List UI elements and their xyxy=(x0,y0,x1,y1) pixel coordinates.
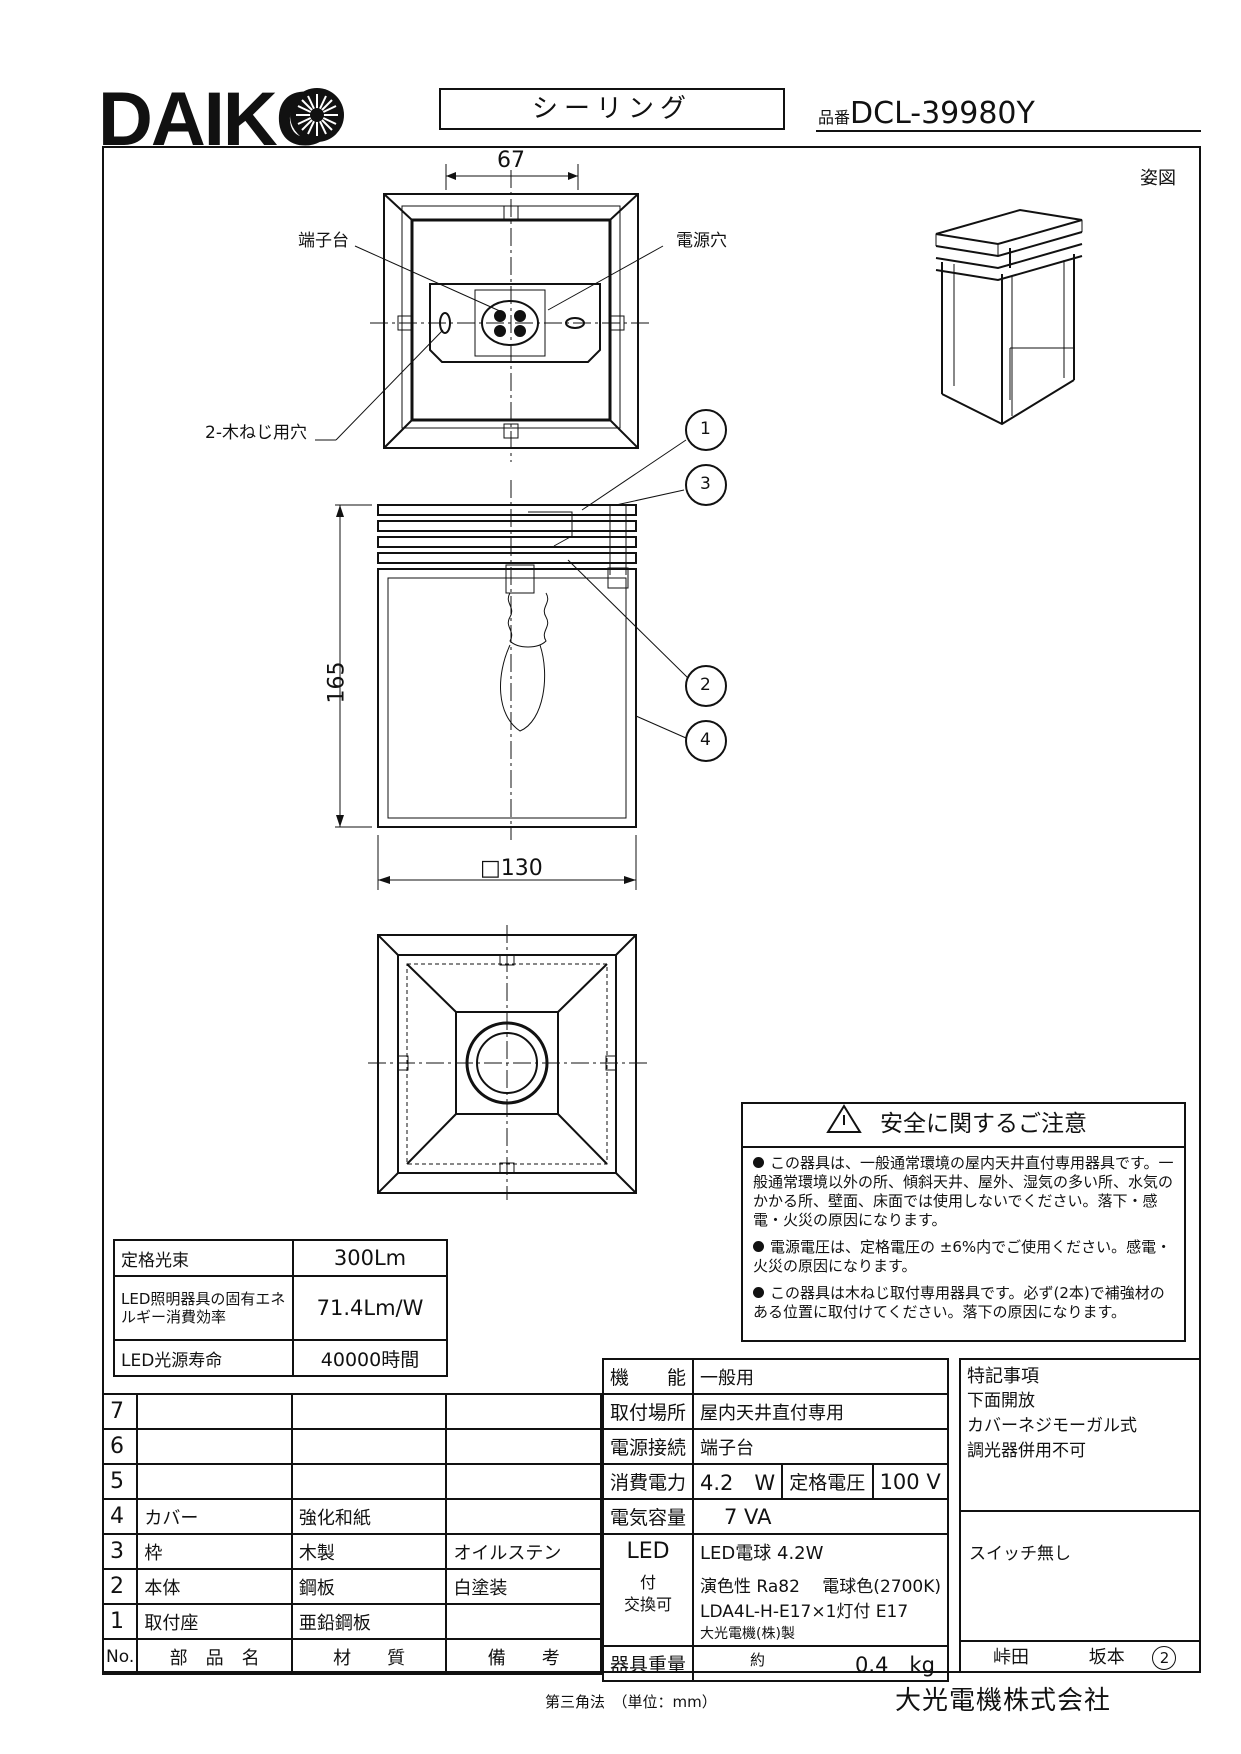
projection-note: 第三角法 （単位：mm） xyxy=(545,1693,717,1711)
safety-notice: 安全に関するご注意 この器具は、一般通常環境の屋内天井直付専用器具です。一般通常… xyxy=(741,1102,1186,1342)
company-name: 大光電機株式会社 xyxy=(895,1686,1112,1716)
safety-item: 電源電圧は、定格電圧の ±6%内でご使用ください。感電・火災の原因になります。 xyxy=(753,1238,1172,1275)
table-row: LED照明器具の固有エネルギー消費効率 71.4Lm/W xyxy=(113,1275,448,1341)
table-row: 5 xyxy=(101,1463,602,1500)
safety-item: この器具は木ねじ取付専用器具です。必ず(2本)で補強材のある位置に取付けてくださ… xyxy=(753,1284,1165,1321)
side-view xyxy=(335,409,727,890)
signature-row: 峠田 坂本 2 xyxy=(959,1640,1201,1673)
bottom-view xyxy=(368,925,648,1200)
callout-power-hole: 電源穴 xyxy=(676,231,727,251)
table-row: 7 xyxy=(101,1393,602,1430)
product-type-box: シーリング xyxy=(439,88,785,130)
spec-table: 定格光束 300Lm LED照明器具の固有エネルギー消費効率 71.4Lm/W … xyxy=(113,1239,448,1377)
dim-base: □130 xyxy=(480,856,543,881)
table-row: 演色性 Ra82 電球色(2700K) xyxy=(603,1568,949,1601)
warning-triangle-icon xyxy=(826,1104,862,1133)
part-label: 品番 xyxy=(818,108,851,127)
table-row: 定格光束 300Lm xyxy=(113,1239,448,1277)
table-row: 電源接続端子台 xyxy=(601,1428,949,1465)
safety-item: この器具は、一般通常環境の屋内天井直付専用器具です。一般通常環境以外の所、傾斜天… xyxy=(753,1154,1174,1229)
special-notes: 特記事項 下面開放 カバーネジモーガル式 調光器併用不可 スイッチ無し xyxy=(959,1358,1201,1640)
safety-title: 安全に関するご注意 xyxy=(743,1104,1184,1148)
table-row: 6 xyxy=(101,1428,602,1465)
table-header: No.部 品 名材 質備 考 xyxy=(101,1638,602,1675)
part-number-3: 3 xyxy=(700,474,711,494)
table-row: 取付場所屋内天井直付専用 xyxy=(601,1393,949,1430)
part-number-4: 4 xyxy=(700,730,711,750)
part-number: 品番DCL-39980Y xyxy=(818,96,1035,136)
sun-logo-icon xyxy=(290,88,344,142)
part-number-value: DCL-39980Y xyxy=(850,96,1035,131)
part-number-2: 2 xyxy=(700,675,711,695)
table-row: LED光源寿命 40000時間 xyxy=(113,1339,448,1377)
revision-mark: 2 xyxy=(1152,1646,1177,1670)
top-view xyxy=(315,164,664,462)
part-number-1: 1 xyxy=(700,419,711,439)
part-underline xyxy=(816,130,1201,132)
callout-screw-holes: 2-木ねじ用穴 xyxy=(205,423,307,443)
dim-width-top: 67 xyxy=(497,148,525,173)
callout-terminal: 端子台 xyxy=(298,231,349,251)
dim-height: 165 xyxy=(324,661,350,704)
perspective-label: 姿図 xyxy=(1140,168,1176,189)
table-row: 機 能一般用 xyxy=(601,1358,949,1395)
perspective-view xyxy=(935,208,1083,426)
